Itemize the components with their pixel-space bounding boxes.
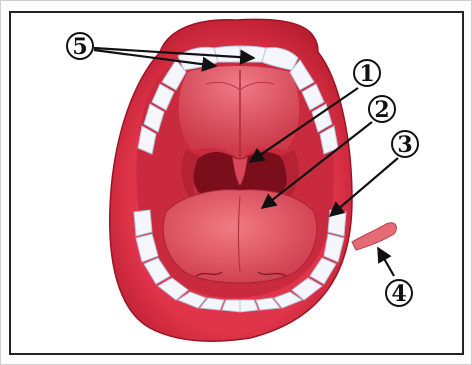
callout-1: 1 xyxy=(354,60,380,87)
callout-2: 2 xyxy=(369,96,395,123)
callout-3-label: 3 xyxy=(397,132,412,158)
callout-5-label: 5 xyxy=(72,34,87,60)
callout-4-label: 4 xyxy=(391,281,406,307)
callout-4: 4 xyxy=(386,280,412,307)
callout-2-label: 2 xyxy=(374,97,389,123)
callout-arrow-4 xyxy=(378,248,394,276)
hard-palate xyxy=(179,66,300,160)
callout-1-label: 1 xyxy=(359,61,374,87)
callout-5: 5 xyxy=(67,33,93,60)
callout-3: 3 xyxy=(392,131,418,158)
salivary-duct xyxy=(352,223,396,250)
